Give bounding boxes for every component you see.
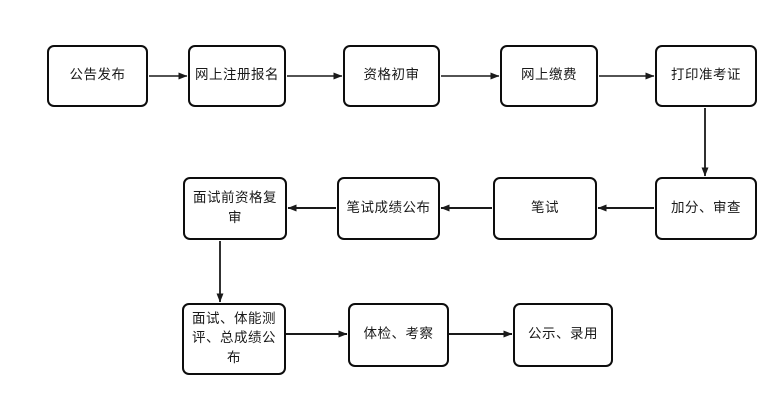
flow-node-label: 体检、考察 bbox=[363, 326, 434, 343]
flow-node-label: 打印准考证 bbox=[671, 67, 741, 84]
flow-node-online-registration[interactable]: 网上注册报名 bbox=[188, 45, 286, 107]
flow-node-written-exam-results[interactable]: 笔试成绩公布 bbox=[337, 177, 440, 240]
flow-node-label: 公示、录用 bbox=[528, 326, 598, 343]
flow-node-pre-interview-qualification-recheck[interactable]: 面试前资格复 审 bbox=[183, 177, 287, 240]
flow-node-label: 面试、体能测 评、总成绩公 布 bbox=[192, 310, 276, 366]
flow-node-label: 网上缴费 bbox=[521, 67, 577, 84]
flow-node-publicity-employment[interactable]: 公示、录用 bbox=[513, 303, 613, 367]
flow-node-label: 加分、审查 bbox=[671, 199, 741, 216]
flow-node-label: 笔试成绩公布 bbox=[346, 199, 431, 216]
flow-node-label: 公告发布 bbox=[69, 67, 126, 84]
flow-node-physical-exam-inspection[interactable]: 体检、考察 bbox=[348, 303, 449, 367]
flow-node-bonus-points-review[interactable]: 加分、审查 bbox=[655, 177, 757, 240]
flow-node-print-admission-ticket[interactable]: 打印准考证 bbox=[655, 45, 757, 107]
flow-node-written-exam[interactable]: 笔试 bbox=[493, 177, 597, 240]
flow-node-announcement[interactable]: 公告发布 bbox=[47, 45, 148, 107]
flow-node-label: 面试前资格复 审 bbox=[193, 189, 277, 226]
flow-node-label: 网上注册报名 bbox=[195, 67, 279, 84]
flow-node-interview-fitness-total-score[interactable]: 面试、体能测 评、总成绩公 布 bbox=[182, 303, 286, 375]
flow-node-label: 资格初审 bbox=[363, 67, 420, 84]
flow-node-qualification-first-review[interactable]: 资格初审 bbox=[343, 45, 440, 107]
flow-node-online-payment[interactable]: 网上缴费 bbox=[500, 45, 598, 107]
flow-node-label: 笔试 bbox=[531, 199, 559, 216]
